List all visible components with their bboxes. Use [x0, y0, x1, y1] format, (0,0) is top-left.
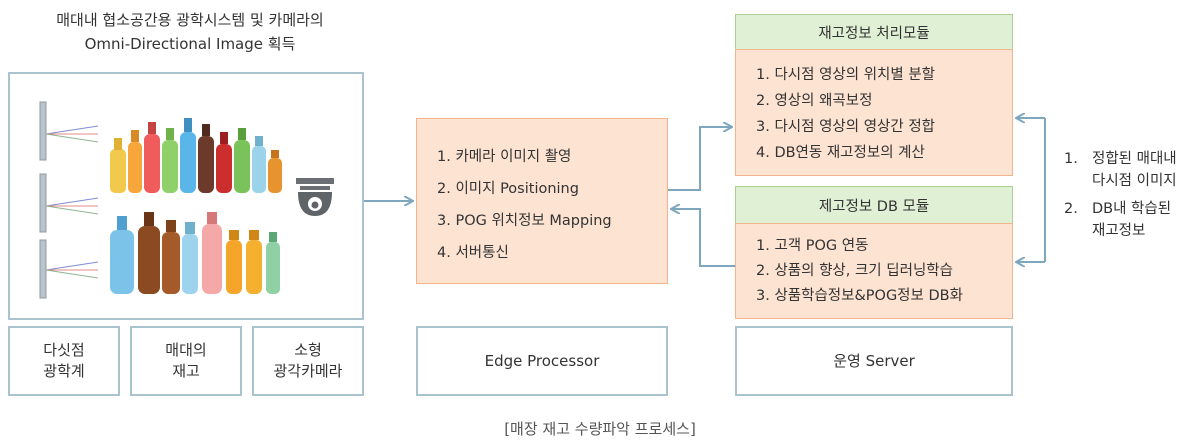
shelf-illustration-frame: [8, 72, 364, 320]
side-note-2-line2: 재고정보: [1092, 223, 1146, 239]
label-shelf-stock: 매대의 재고: [130, 326, 242, 396]
server-label: 운영 Server: [735, 326, 1013, 396]
side-note-2: 2. DB내 학습된 재고정보: [1064, 198, 1198, 242]
side-note-1-num: 1.: [1064, 151, 1078, 167]
left-title-line2: Omni-Directional Image 획득: [84, 35, 296, 53]
inventory-step-2: 2. 영상의 왜곡보정: [756, 93, 873, 109]
inventory-step-1: 1. 다시점 영상의 위치별 분할: [756, 67, 936, 83]
bottle-icon: [110, 212, 280, 294]
label-wide-camera: 소형 광각카메라: [252, 326, 364, 396]
edge-steps-box: 1. 카메라 이미지 촬영 2. 이미지 Positioning 3. POG …: [416, 118, 668, 284]
mirror-icon: [39, 101, 99, 161]
arrow-icon: [672, 209, 735, 267]
label-shelf-stock-line1: 매대의: [165, 341, 207, 359]
bottle-icon: [110, 118, 282, 193]
left-title-line1: 매대내 협소공간용 광학시스템 및 카메라의: [56, 11, 324, 29]
edge-step-2: 2. 이미지 Positioning: [437, 181, 579, 197]
edge-processor-label: Edge Processor: [416, 326, 668, 396]
db-step-2: 2. 상품의 향상, 크기 딥러닝학습: [756, 263, 953, 279]
db-module-box: 1. 고객 POG 연동 2. 상품의 향상, 크기 딥러닝학습 3. 상품학습…: [735, 223, 1013, 319]
db-step-1: 1. 고객 POG 연동: [756, 238, 869, 254]
edge-step-4: 4. 서버통신: [437, 245, 509, 261]
db-module-title: 제고정보 DB 모듈: [735, 186, 1013, 224]
shelf-illustration: [39, 101, 334, 299]
label-shelf-stock-line2: 재고: [172, 362, 200, 380]
label-multiview-optics: 다싯점 광학계: [8, 326, 120, 396]
left-title: 매대내 협소공간용 광학시스템 및 카메라의 Omni-Directional …: [20, 8, 360, 56]
db-step-3: 3. 상품학습정보&POG정보 DB화: [756, 288, 963, 304]
label-wide-camera-line1: 소형: [294, 341, 322, 359]
side-note-2-num: 2.: [1064, 201, 1078, 217]
inventory-module-title: 재고정보 처리모듈: [735, 14, 1013, 50]
edge-step-3: 3. POG 위치정보 Mapping: [437, 213, 612, 229]
edge-step-1: 1. 카메라 이미지 촬영: [437, 149, 572, 165]
arrow-icon: [668, 127, 731, 191]
label-multiview-optics-line1: 다싯점: [43, 341, 85, 359]
side-notes: 1. 정합된 매대내 다시점 이미지 2. DB내 학습된 재고정보: [1064, 148, 1198, 242]
side-note-1-line2: 다시점 이미지: [1092, 173, 1177, 189]
side-note-1: 1. 정합된 매대내 다시점 이미지: [1064, 148, 1198, 192]
inventory-module-box: 1. 다시점 영상의 위치별 분할 2. 영상의 왜곡보정 3. 다시점 영상의…: [735, 49, 1013, 176]
side-note-2-line1: DB내 학습된: [1092, 201, 1172, 217]
mirror-icon: [39, 239, 99, 299]
dome-camera-icon: [296, 178, 334, 216]
mirror-icon: [39, 173, 99, 233]
side-note-1-line1: 정합된 매대내: [1092, 151, 1177, 167]
inventory-step-3: 3. 다시점 영상의 영상간 정합: [756, 119, 936, 135]
figure-caption: [매장 재고 수량파악 프로세스]: [504, 420, 696, 438]
label-wide-camera-line2: 광각카메라: [273, 362, 343, 380]
label-multiview-optics-line2: 광학계: [43, 362, 85, 380]
inventory-step-4: 4. DB연동 재고정보의 계산: [756, 145, 925, 161]
